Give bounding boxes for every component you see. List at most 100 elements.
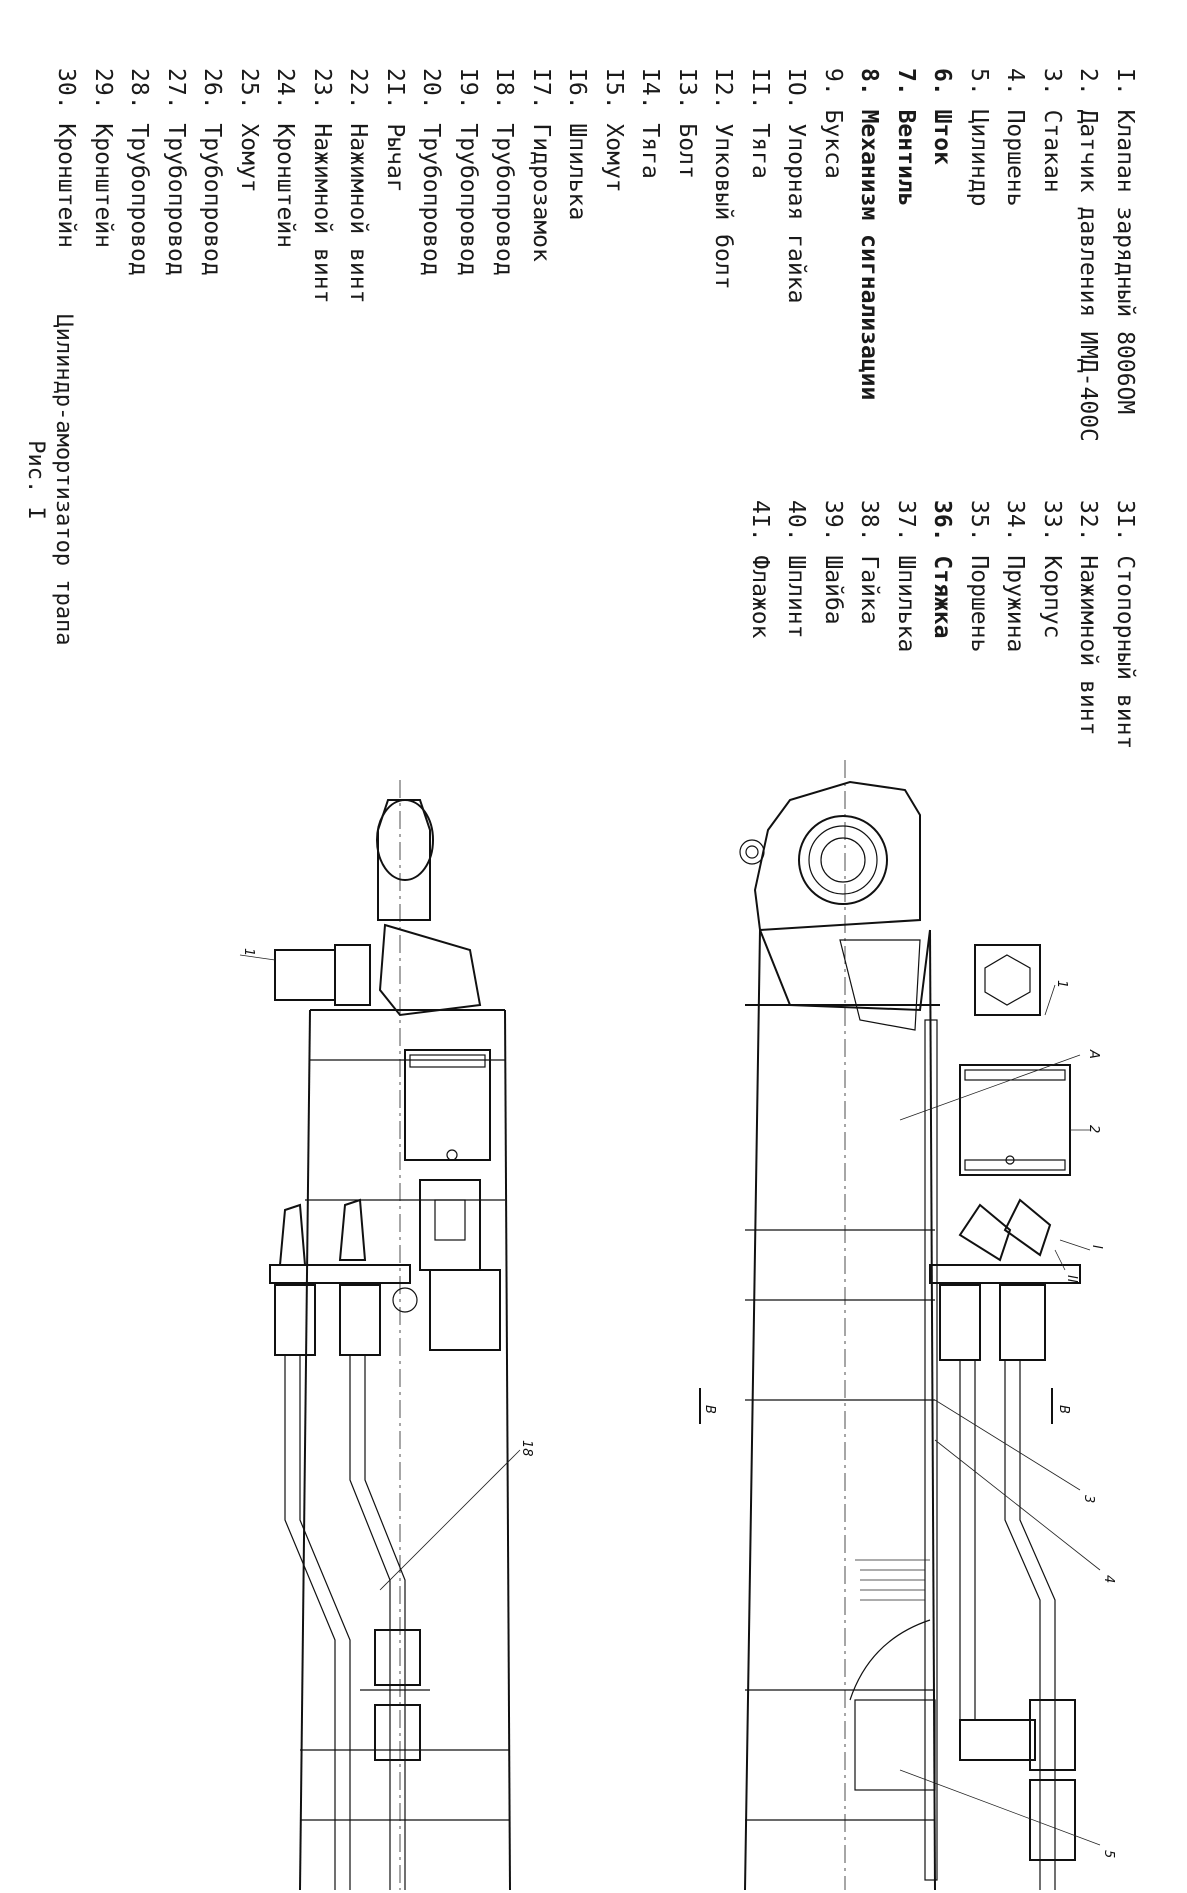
legend-item-number: 33. [1039, 500, 1065, 542]
legend-item-label: Поршень [1002, 109, 1029, 207]
callout-5: 5 [1101, 1850, 1116, 1858]
callout-1-lower: 1 [241, 948, 256, 956]
legend-item: 28. Трубопровод [121, 68, 158, 442]
external-view [239, 780, 521, 1891]
legend-item: 5. Цилиндр [961, 68, 998, 442]
legend-item-label: Клапан зарядный 8006ОМ [1112, 109, 1138, 415]
callout-1: 1 [1054, 980, 1069, 988]
legend-item-label: Флажок [747, 555, 773, 639]
legend-item: 20. Трубопровод [413, 68, 450, 442]
legend-item-number: 37. [893, 500, 919, 542]
legend-item-number: I3. [674, 68, 700, 110]
legend-item-number: 35. [966, 500, 992, 542]
legend-item-number: 29. [90, 68, 116, 110]
legend-item-number: 24. [272, 68, 299, 110]
callout-ii: II [1064, 1275, 1079, 1283]
legend-item: 9. Букса [815, 68, 852, 442]
callout-a: A [1086, 1049, 1101, 1059]
legend-item-label: Нажимной винт [309, 123, 335, 304]
legend-item: 26. Трубопровод [194, 68, 231, 442]
callout-b-left: B [702, 1405, 717, 1414]
legend-item-label: Болт [674, 123, 700, 179]
legend-item-label: Шпилька [893, 555, 919, 653]
legend-item-number: I8. [491, 68, 518, 110]
legend-item-number: 26. [199, 68, 226, 110]
legend-item-label: Нажимной винт [1075, 555, 1102, 736]
legend-item-label: Упковый болт [710, 123, 737, 290]
legend-item-label: Хомут [601, 123, 627, 193]
legend-item-number: II. [747, 68, 773, 110]
legend-item-number: IO. [783, 68, 810, 110]
legend-item-number: 9. [820, 68, 846, 96]
legend-item: 27. Трубопровод [158, 68, 195, 442]
callout-3: 3 [1081, 1495, 1096, 1503]
legend-item: 2I. Рычаг [377, 68, 414, 442]
legend-item: I9. Трубопровод [450, 68, 487, 442]
caption-figure: Рис. I [23, 440, 48, 520]
legend-item: 23. Нажимной винт [304, 68, 341, 442]
legend-item: I. Клапан зарядный 8006ОМ [1107, 68, 1144, 442]
legend-item-label: Нажимной винт [345, 123, 372, 304]
legend-item-label: Гайка [856, 555, 883, 625]
legend-item: I6. Шпилька [559, 68, 596, 442]
legend-item-label: Тяга [637, 123, 664, 179]
legend-item: 8. Механизм сигнализации [851, 68, 888, 442]
caption-title: Цилиндр-амортизатор трапа [51, 314, 76, 646]
legend-item-label: Тяга [747, 123, 773, 179]
legend-item-number: I. [1112, 68, 1138, 96]
figure-caption: Цилиндр-амортизатор трапа Рис. I [21, 270, 77, 690]
legend-item: I8. Трубопровод [486, 68, 523, 442]
legend-item-label: Механизм сигнализации [856, 109, 883, 401]
legend-item: 38. Гайка [851, 500, 888, 749]
legend-item: 36. Стяжка [924, 500, 961, 749]
legend-item-number: 3I. [1112, 500, 1138, 542]
legend-item-label: Шпилька [564, 123, 591, 221]
legend-item-label: Поршень [966, 555, 992, 653]
legend-item-number: I4. [637, 68, 664, 110]
legend-item: 4. Поршень [997, 68, 1034, 442]
legend-item-number: 30. [53, 68, 80, 110]
legend-item-label: Цилиндр [966, 109, 992, 207]
legend-item-number: 5. [966, 68, 992, 96]
legend-item: 3. Стакан [1034, 68, 1071, 442]
legend-item: 39. Шайба [815, 500, 852, 749]
legend-item: 24. Кронштейн [267, 68, 304, 442]
legend-item-number: I6. [564, 68, 591, 110]
legend-item-number: 38. [856, 500, 883, 542]
legend-item-label: Рычаг [382, 123, 408, 193]
legend-item-label: Трубопровод [455, 123, 481, 276]
legend-item: I3. Болт [669, 68, 706, 442]
legend-item-number: 36. [929, 500, 956, 542]
legend-item: 2. Датчик давления ИМД-400С [1070, 68, 1107, 442]
legend-item-number: 8. [856, 68, 883, 96]
legend-item-label: Упорная гайка [783, 123, 810, 304]
legend-item: 25. Хомут [231, 68, 268, 442]
legend-item: 34. Пружина [997, 500, 1034, 749]
callout-i: I [1089, 1245, 1104, 1249]
legend-item-label: Кронштейн [90, 123, 116, 249]
legend-item: 7. Вентиль [888, 68, 925, 442]
legend-item-label: Шайба [820, 555, 846, 625]
legend-item-number: 25. [236, 68, 262, 110]
legend-item-label: Кронштейн [53, 123, 80, 249]
legend-item-number: 2I. [382, 68, 408, 110]
legend-item-label: Стопорный винт [1112, 555, 1138, 750]
legend-item: 32. Нажимной винт [1070, 500, 1107, 749]
legend-item: I7. Гидрозамок [523, 68, 560, 442]
legend-item: 33. Корпус [1034, 500, 1071, 749]
legend-item: 37. Шпилька [888, 500, 925, 749]
legend-item-number: 6. [929, 68, 956, 96]
legend-item: 3I. Стопорный винт [1107, 500, 1144, 749]
legend-item-number: 22. [345, 68, 372, 110]
legend-item-number: 32. [1075, 500, 1102, 542]
legend-item-label: Стяжка [929, 555, 956, 639]
legend-item-label: Букса [820, 109, 846, 179]
callout-4: 4 [1101, 1575, 1116, 1583]
legend-item-label: Корпус [1039, 555, 1065, 639]
legend-item: 35. Поршень [961, 500, 998, 749]
legend-item-label: Стакан [1039, 109, 1065, 193]
